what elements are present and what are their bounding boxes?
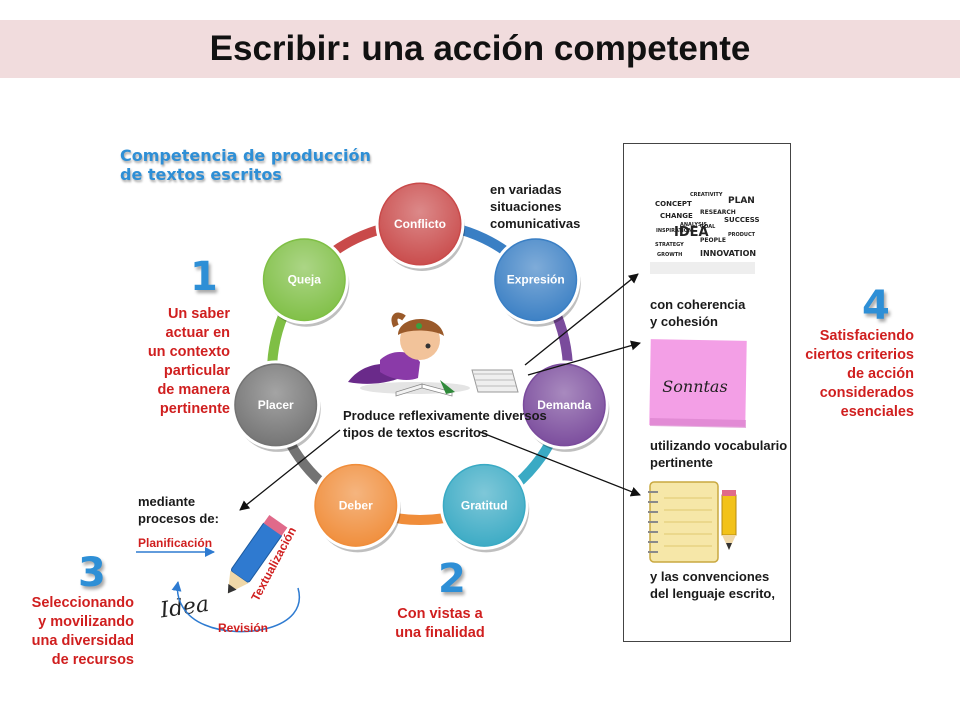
point-2-text: Con vistas a una finalidad: [380, 605, 500, 643]
point-3-number: 3: [78, 550, 106, 596]
point-3-line-4: de recursos: [51, 652, 134, 668]
word-cloud-word: STRATEGY: [655, 242, 684, 248]
word-cloud-image: CONCEPT CREATIVITY PLAN CHANGE RESEARCHSUCCE…: [650, 180, 760, 274]
cycle-node-label: Conflicto: [394, 217, 446, 231]
convenciones-line-2: del lenguaje escrito,: [650, 586, 775, 601]
coherencia-line-2: y cohesión: [650, 314, 718, 329]
center-line-1: Produce reflexivamente diversos: [343, 408, 547, 423]
competencia-heading: Competencia de producción de textos escr…: [120, 146, 371, 184]
cycle-node-placer: Placer: [231, 360, 321, 452]
paper-stack-icon: [471, 369, 519, 393]
word-cloud-word: INNOVATION: [700, 249, 756, 258]
convenciones-line-1: y las convenciones: [650, 569, 770, 584]
word-cloud-word: GROWTH: [657, 252, 682, 258]
vocabulario-line-1: utilizando vocabulario: [650, 438, 788, 453]
cycle-node-expresión: Expresión: [491, 235, 581, 327]
situaciones-line-2: situaciones: [490, 199, 562, 214]
point-1-line-5: de manera: [157, 382, 230, 398]
planificacion-label: Planificación: [138, 536, 213, 550]
procesos-intro: mediante procesos de:: [138, 493, 219, 527]
situaciones-text: en variadas situaciones comunicativas: [490, 181, 580, 232]
word-cloud-word: PEOPLE: [700, 237, 726, 244]
point-2-number: 2: [438, 556, 466, 602]
sticky-note-image: Sonntas: [649, 339, 747, 428]
point-4-line-4: considerados: [819, 385, 914, 401]
point-3-line-3: una diversidad: [31, 633, 134, 649]
point-4-line-5: esenciales: [840, 404, 914, 420]
cycle-node-label: Queja: [288, 273, 322, 287]
point-4-line-3: de acción: [847, 366, 914, 382]
cycle-node-label: Expresión: [507, 273, 565, 287]
point-3-line-1: Seleccionando: [31, 595, 134, 611]
situaciones-line-1: en variadas: [490, 182, 562, 197]
word-cloud-word: CREATIVITY: [690, 192, 723, 198]
arrow-to-vocabulario: [527, 340, 641, 376]
point-3-text: Seleccionando y movilizando una diversidad…: [20, 594, 134, 670]
point-1-line-1: Un saber: [167, 306, 230, 322]
cycle-node-gratitud: Gratitud: [439, 460, 530, 553]
cycle-node-conflicto: Conflicto: [375, 179, 465, 271]
point-1-text: Un saber actuar en un contexto particular de…: [128, 305, 230, 419]
point-1-line-6: pertinente: [159, 401, 230, 417]
center-line-2: tipos de textos escritos: [343, 425, 489, 440]
word-cloud-word: GOAL: [700, 224, 716, 230]
point-2-line-2: una finalidad: [395, 625, 485, 641]
point-4-text: Satisfaciendo ciertos criterios de acción c…: [796, 327, 914, 422]
notebook-pencil-image: [648, 481, 737, 563]
word-cloud-word: ANALYSIS: [680, 222, 707, 228]
word-cloud-word: CHANGE: [660, 212, 693, 220]
cycle-node-queja: Queja: [259, 235, 350, 327]
cycle-node-label: Placer: [258, 398, 294, 412]
word-cloud-word: RESEARCH: [700, 209, 736, 216]
vocabulario-text: utilizando vocabulario pertinente: [650, 437, 787, 471]
page-title: Escribir: una acción competente: [209, 29, 751, 68]
word-cloud-word: IDEA: [674, 225, 709, 240]
cycle-node-deber: Deber: [311, 460, 401, 553]
point-1-line-4: particular: [163, 363, 230, 379]
word-cloud-word: INSPIRATION: [656, 228, 692, 234]
point-4-line-2: ciertos criterios: [805, 347, 914, 363]
cycle-node-label: Deber: [339, 498, 373, 512]
word-cloud-word: PLAN: [728, 196, 755, 206]
coherencia-text: con coherencia y cohesión: [650, 296, 745, 330]
cycle-node-demanda: Demanda: [519, 360, 610, 452]
cycle-node-label: Gratitud: [461, 498, 508, 512]
point-2-line-1: Con vistas a: [397, 606, 483, 622]
word-cloud-word: SUCCESS: [724, 216, 760, 224]
competencia-line-1: Competencia de producción: [120, 146, 371, 165]
coherencia-line-1: con coherencia: [650, 297, 746, 312]
procesos-intro-line-2: procesos de:: [138, 511, 219, 526]
word-cloud-word: PRODUCT: [728, 232, 756, 238]
arrow-to-procesos: [239, 429, 341, 511]
competencia-line-2: de textos escritos: [120, 165, 282, 184]
procesos-intro-line-1: mediante: [138, 494, 196, 509]
point-4-line-1: Satisfaciendo: [819, 328, 914, 344]
point-1-number: 1: [190, 254, 218, 300]
arrow-to-convenciones: [479, 431, 641, 497]
sticky-note-text: Sonntas: [662, 377, 727, 396]
idea-handwriting: Idea: [158, 592, 211, 624]
revision-arrow: [171, 581, 301, 633]
cycle-node-label: Demanda: [537, 398, 591, 412]
convenciones-text: y las convenciones del lenguaje escrito,: [650, 568, 775, 602]
point-3-line-2: y movilizando: [38, 614, 134, 630]
point-1-line-3: un contexto: [147, 344, 230, 360]
word-cloud-word: CONCEPT: [655, 200, 692, 208]
vocabulario-line-2: pertinente: [650, 455, 713, 470]
title-banner: [0, 20, 960, 78]
girl-reading-illustration: [348, 312, 470, 397]
revision-label: Revisión: [218, 621, 269, 635]
arrow-to-coherencia: [524, 273, 639, 366]
point-1-line-2: actuar en: [165, 325, 230, 341]
point-4-number: 4: [862, 283, 890, 329]
situaciones-line-3: comunicativas: [490, 216, 581, 231]
center-description: Produce reflexivamente diversos tipos de…: [343, 407, 547, 441]
